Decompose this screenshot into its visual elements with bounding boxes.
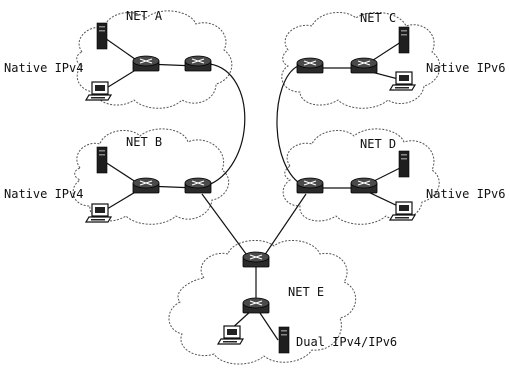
router-icon xyxy=(350,177,378,194)
server-icon xyxy=(398,150,410,178)
net-c-label: Native IPv6 xyxy=(426,61,505,75)
server-icon xyxy=(278,326,290,354)
net-a-name: NET A xyxy=(126,9,163,23)
net-a-label: Native IPv4 xyxy=(4,61,83,75)
net-c-name: NET C xyxy=(360,11,396,25)
net-e-label: Dual IPv4/IPv6 xyxy=(296,335,397,349)
server-icon xyxy=(398,26,410,54)
net-d-name: NET D xyxy=(360,137,396,151)
cloud-net-b xyxy=(72,128,230,225)
router-icon xyxy=(242,297,270,314)
router-icon xyxy=(184,177,212,194)
router-icon xyxy=(296,177,324,194)
router-icon xyxy=(184,55,212,72)
server-icon xyxy=(96,146,108,174)
router-icon xyxy=(350,57,378,74)
server-icon xyxy=(96,22,108,50)
net-b-label: Native IPv4 xyxy=(4,187,83,201)
net-b-name: NET B xyxy=(126,135,162,149)
router-icon xyxy=(132,55,160,72)
router-icon xyxy=(132,177,160,194)
net-e-name: NET E xyxy=(288,285,324,299)
router-icon xyxy=(242,251,270,268)
router-icon xyxy=(296,57,324,74)
net-d-label: Native IPv6 xyxy=(426,187,505,201)
